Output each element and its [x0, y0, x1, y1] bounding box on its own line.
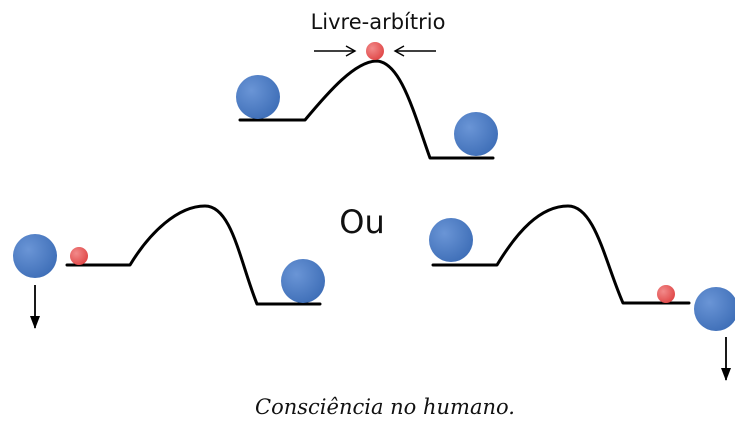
- caption-label: Consciência no humano.: [255, 395, 515, 419]
- top-hill-track: [238, 59, 495, 160]
- top-right-big-ball: [454, 112, 498, 156]
- left-scenario: [13, 204, 325, 329]
- right-down-arrow-icon: [721, 337, 731, 381]
- top-scenario: [236, 42, 498, 160]
- top-left-big-ball: [236, 75, 280, 119]
- left-small-ball: [70, 247, 88, 265]
- left-right-big-ball: [281, 259, 325, 303]
- right-scenario: [429, 204, 735, 381]
- right-hill-track: [431, 204, 691, 305]
- right-left-big-ball: [429, 218, 473, 262]
- top-small-ball: [366, 42, 384, 60]
- left-falling-big-ball: [13, 234, 57, 278]
- title-label: Livre-arbítrio: [311, 10, 446, 34]
- separator-label: Ou: [339, 203, 384, 241]
- left-arrow-icon: [393, 45, 436, 57]
- left-hill-track: [65, 204, 322, 306]
- right-falling-big-ball: [694, 287, 735, 331]
- right-small-ball: [657, 285, 675, 303]
- right-arrow-icon: [314, 45, 357, 57]
- left-down-arrow-icon: [30, 285, 40, 329]
